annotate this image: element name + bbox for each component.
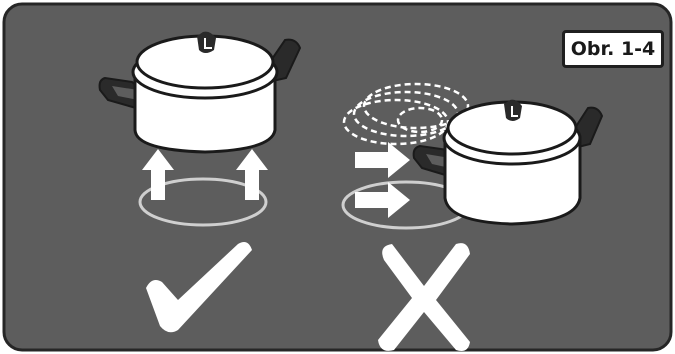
up-arrow-icon: [236, 149, 268, 200]
incorrect-scene: [341, 82, 604, 351]
pot-icon: [98, 31, 302, 154]
correct-scene: [98, 31, 302, 333]
right-arrow-icon: [355, 142, 410, 178]
check-icon: [146, 242, 252, 333]
up-arrow-icon: [142, 149, 174, 200]
burner-ring-left: [138, 177, 268, 227]
right-arrow-icon: [355, 182, 410, 218]
figure-label: Obr. 1-4: [562, 30, 664, 68]
cross-icon: [378, 243, 470, 351]
pot-icon: [412, 99, 604, 226]
